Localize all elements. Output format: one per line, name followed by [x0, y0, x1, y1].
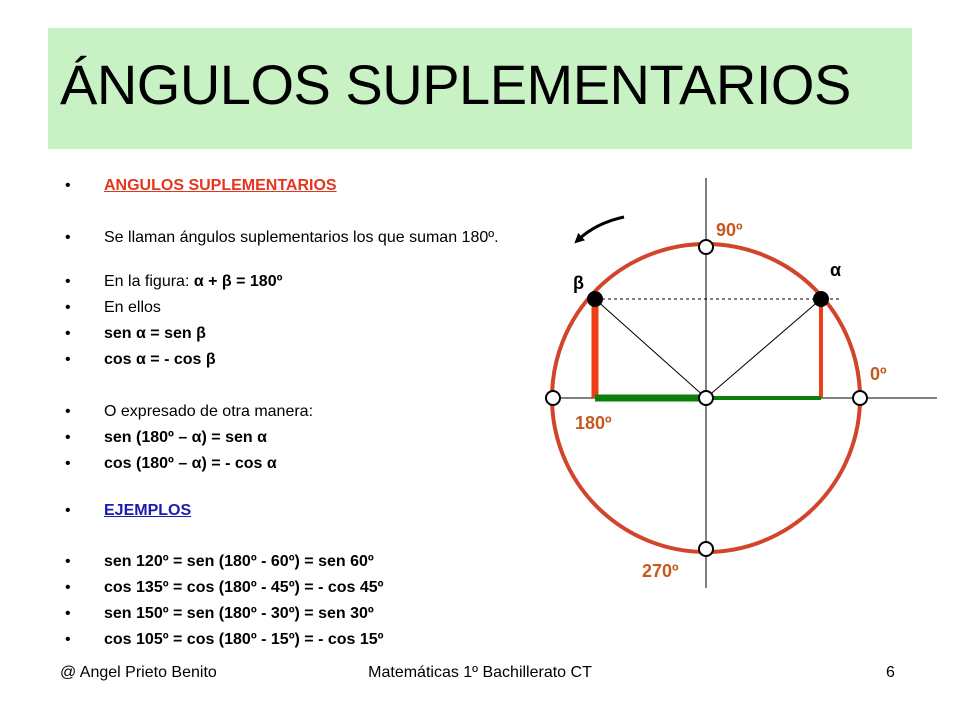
bullet-dot: • — [65, 325, 71, 342]
formula-sine-180: sen (180º – α) = sen α — [104, 429, 267, 446]
figure-equation: En la figura: α + β = 180º — [104, 273, 524, 291]
section-heading-supplementary: ANGULOS SUPLEMENTARIOS — [104, 177, 337, 194]
marker-origin — [698, 390, 714, 406]
bullet-list: • ANGULOS SUPLEMENTARIOS • Se llaman áng… — [65, 177, 524, 648]
radius-alpha — [705, 298, 822, 399]
formula-cosine-180: cos (180º – α) = - cos α — [104, 455, 277, 472]
example-item: cos 135º = cos (180º - 45º) = - cos 45º — [104, 579, 384, 596]
bullet-dot: • — [65, 605, 71, 622]
radius-beta — [594, 298, 707, 399]
footer-page-number: 6 — [886, 664, 895, 681]
label-alpha: α — [830, 260, 841, 280]
footer-course: Matemáticas 1º Bachillerato CT — [368, 664, 592, 681]
example-item: sen 120º = sen (180º - 60º) = sen 60º — [104, 553, 374, 570]
bullet-dot: • — [65, 299, 71, 316]
bullet-dot: • — [65, 403, 71, 420]
marker-0 — [852, 390, 868, 406]
bullet-dot: • — [65, 229, 71, 246]
figure-equation-formula: α + β = 180º — [193, 273, 283, 290]
bullet-text: En ellos — [104, 299, 161, 316]
label-0: 0º — [870, 364, 887, 384]
bullet-dot: • — [65, 553, 71, 570]
section-heading-examples: EJEMPLOS — [104, 502, 192, 519]
bullet-dot: • — [65, 273, 71, 290]
bullet-dot: • — [65, 579, 71, 596]
label-90: 90º — [716, 220, 743, 240]
marker-90 — [698, 239, 714, 255]
unit-circle-diagram: 90º 0º 180º 270º α β — [545, 178, 937, 588]
title-bar: ÁNGULOS SUPLEMENTARIOS — [48, 28, 912, 149]
bullet-text: O expresado de otra manera: — [104, 403, 314, 420]
formula-sine: sen α = sen β — [104, 325, 206, 342]
bullet-dot: • — [65, 177, 71, 194]
point-alpha — [813, 291, 829, 307]
marker-180 — [545, 390, 561, 406]
formula-cosine: cos α = - cos β — [104, 351, 216, 368]
footer-author: @ Angel Prieto Benito — [60, 664, 217, 681]
definition-text: Se llaman ángulos suplementarios los que… — [104, 229, 499, 246]
example-item: sen 150º = sen (180º - 30º) = sen 30º — [104, 605, 374, 622]
figure-equation-prefix: En la figura: — [104, 273, 194, 290]
example-item: cos 105º = cos (180º - 15º) = - cos 15º — [104, 631, 384, 648]
bullet-dot: • — [65, 502, 71, 519]
bullet-dot: • — [65, 455, 71, 472]
point-beta — [587, 291, 603, 307]
rotation-arrow-icon — [574, 215, 625, 244]
slide-title: ÁNGULOS SUPLEMENTARIOS — [60, 53, 851, 116]
label-180: 180º — [575, 413, 612, 433]
bullet-dot: • — [65, 631, 71, 648]
marker-270 — [698, 541, 714, 557]
bullet-dot: • — [65, 351, 71, 368]
label-270: 270º — [642, 561, 679, 581]
label-beta: β — [573, 273, 584, 293]
bullet-dot: • — [65, 429, 71, 446]
